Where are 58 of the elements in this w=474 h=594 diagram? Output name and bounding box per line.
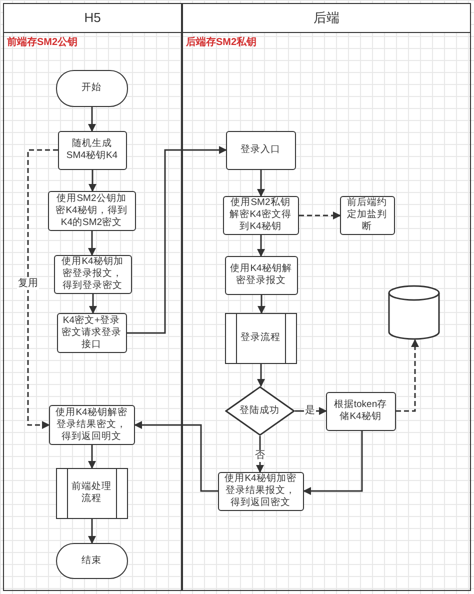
- process-box: [340, 196, 394, 234]
- arrow: [88, 107, 96, 132]
- node-text: 使用SM2公钥加密K4秘钥，得到K4的SM2密文: [54, 192, 128, 228]
- process-box: [54, 254, 132, 294]
- process-box: [218, 472, 304, 510]
- node-text: 使用SM2私钥解密K4密文得到K4秘钥: [228, 197, 292, 233]
- arrow: [134, 421, 218, 492]
- arrow: [27, 149, 58, 429]
- decision-diamond: [224, 386, 294, 436]
- node-text: 登陆成功: [240, 404, 280, 416]
- arrow: [88, 231, 96, 256]
- subprocess-box: [224, 312, 296, 364]
- database-cylinder: [388, 284, 440, 340]
- lane-note: 后端存SM2私钥: [186, 36, 257, 50]
- node-text: K4密文+登录密文请求登录接口: [62, 314, 122, 350]
- arrow: [257, 235, 265, 257]
- arrow: [88, 445, 96, 469]
- node-text: 开始: [82, 82, 102, 94]
- arrow: [258, 295, 266, 314]
- arrow: [257, 170, 265, 197]
- process-box: [48, 190, 136, 230]
- arrow: [89, 294, 97, 314]
- subprocess-box: [56, 468, 128, 518]
- process-box: [58, 130, 126, 170]
- node-text: 前端处理流程: [70, 481, 112, 505]
- node-text: 使用K4秘钥解密登录结果密文，得到返回明文: [54, 406, 128, 442]
- process-box: [222, 196, 298, 234]
- process-box: [224, 256, 298, 294]
- edge-label: 否: [254, 450, 266, 462]
- arrow: [257, 364, 265, 387]
- process-box: [326, 392, 396, 430]
- arrow: [299, 212, 341, 220]
- arrow: [127, 146, 227, 334]
- process-box: [226, 130, 296, 170]
- arrow: [88, 519, 96, 544]
- edge-label: 复用: [17, 278, 39, 290]
- node-text: 登录入口: [240, 144, 280, 156]
- node-text: 使用K4秘钥解密登录报文: [230, 263, 292, 287]
- arrow: [303, 431, 363, 495]
- lane-note: 前端存SM2公钥: [7, 36, 78, 50]
- arrow: [295, 407, 327, 415]
- swimlane: [182, 3, 471, 591]
- node-text: 使用K4秘钥加密登录结果报文，得到返回密文: [224, 473, 298, 509]
- arrow: [88, 170, 96, 192]
- node-text: 前后端约定加盐判断: [346, 197, 388, 233]
- node-text: 根据token存储K4秘钥: [332, 399, 388, 423]
- node-text: 随机生成SM4秘钥K4: [65, 138, 119, 162]
- terminal-pill: [56, 542, 128, 578]
- arrow: [396, 339, 419, 412]
- lane-heading: 后端: [314, 9, 340, 28]
- lane-heading: H5: [84, 9, 101, 28]
- node-text: 使用K4秘钥加密登录报文，得到登录密文: [60, 256, 124, 292]
- edge-label: 是: [304, 405, 316, 417]
- node-text: 结束: [82, 554, 102, 566]
- process-box: [48, 404, 134, 444]
- swimlane: [3, 3, 182, 591]
- node-text: 登录流程: [240, 332, 280, 344]
- terminal-pill: [56, 70, 128, 106]
